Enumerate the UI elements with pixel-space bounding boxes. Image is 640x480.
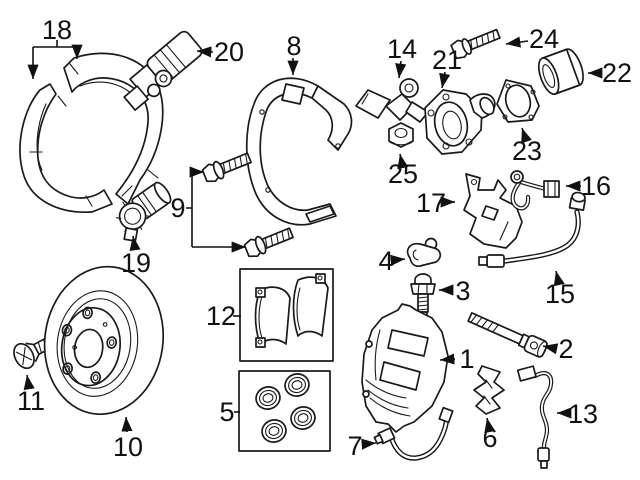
callout-5[interactable]: 5 bbox=[219, 397, 240, 427]
part-brake-pad-set bbox=[239, 268, 334, 362]
callout-6[interactable]: 6 bbox=[482, 417, 498, 453]
part-mounting-bolt-lower bbox=[243, 227, 294, 258]
callout-number[interactable]: 4 bbox=[378, 246, 393, 276]
leader-arrow bbox=[542, 343, 559, 355]
callout-7[interactable]: 7 bbox=[347, 431, 377, 461]
callout-number[interactable]: 21 bbox=[432, 45, 462, 75]
part-brake-hose bbox=[478, 191, 586, 268]
callout-number[interactable]: 6 bbox=[482, 423, 497, 453]
part-shoe-adjuster bbox=[115, 181, 172, 242]
callout-19[interactable]: 19 bbox=[121, 235, 151, 278]
lug-holes bbox=[61, 306, 118, 384]
callout-23[interactable]: 23 bbox=[512, 127, 542, 166]
leader-arrow bbox=[553, 270, 565, 287]
part-caliper-guide-bolt bbox=[467, 312, 548, 358]
callout-2[interactable]: 2 bbox=[542, 334, 574, 364]
callout-11[interactable]: 11 bbox=[17, 374, 45, 416]
callout-9[interactable]: 9 bbox=[170, 166, 246, 253]
part-hose-clip-line bbox=[510, 170, 560, 211]
callout-15[interactable]: 15 bbox=[545, 270, 575, 309]
part-bleeder-cap bbox=[406, 237, 442, 267]
callout-20[interactable]: 20 bbox=[196, 37, 244, 67]
callout-number[interactable]: 8 bbox=[286, 31, 301, 61]
leader-arrow bbox=[390, 254, 406, 266]
callout-17[interactable]: 17 bbox=[416, 188, 455, 218]
callout-number[interactable]: 12 bbox=[206, 301, 236, 331]
part-brake-pipe bbox=[373, 406, 454, 461]
part-wheel-hub bbox=[424, 89, 496, 155]
callout-number[interactable]: 18 bbox=[42, 15, 72, 45]
part-bearing-retainer-plate bbox=[496, 79, 540, 123]
part-caliper-seal-kit bbox=[238, 370, 331, 452]
callout-number[interactable]: 25 bbox=[388, 159, 418, 189]
part-bleeder-valve bbox=[410, 273, 436, 318]
callout-4[interactable]: 4 bbox=[378, 246, 406, 276]
callout-14[interactable]: 14 bbox=[387, 34, 417, 79]
part-parking-brake-actuator bbox=[123, 30, 203, 111]
callout-12[interactable]: 12 bbox=[206, 301, 241, 331]
callout-number[interactable]: 20 bbox=[214, 37, 244, 67]
callout-number[interactable]: 1 bbox=[459, 344, 474, 374]
callout-number[interactable]: 2 bbox=[558, 334, 573, 364]
callout-1[interactable]: 1 bbox=[439, 344, 475, 374]
part-wheel-bearing bbox=[537, 48, 584, 96]
callout-number[interactable]: 23 bbox=[512, 136, 542, 166]
callout-number[interactable]: 5 bbox=[219, 397, 234, 427]
leader-arrow bbox=[484, 417, 496, 434]
leader-arrow bbox=[505, 36, 529, 48]
callout-number[interactable]: 15 bbox=[545, 279, 575, 309]
leader-arrow bbox=[129, 235, 141, 252]
callout-number[interactable]: 19 bbox=[121, 248, 151, 278]
callout-24[interactable]: 24 bbox=[505, 24, 559, 54]
callout-10[interactable]: 10 bbox=[113, 416, 143, 462]
callout-number[interactable]: 17 bbox=[416, 188, 446, 218]
callout-8[interactable]: 8 bbox=[286, 31, 302, 75]
part-hub-bolt bbox=[450, 28, 501, 60]
part-abs-speed-sensor bbox=[355, 78, 429, 123]
callout-number[interactable]: 10 bbox=[113, 432, 143, 462]
leader-arrow bbox=[397, 153, 409, 170]
callout-number[interactable]: 14 bbox=[387, 34, 417, 64]
part-brake-disc bbox=[43, 265, 165, 416]
part-hose-bracket bbox=[463, 173, 523, 249]
callout-3[interactable]: 3 bbox=[439, 276, 471, 306]
callout-25[interactable]: 25 bbox=[388, 153, 418, 189]
leader-arrow bbox=[23, 374, 35, 391]
callout-number[interactable]: 22 bbox=[602, 58, 632, 88]
part-parking-brake-shoe-left bbox=[19, 83, 113, 213]
callout-21[interactable]: 21 bbox=[432, 45, 462, 89]
part-sensor-nut bbox=[388, 122, 414, 148]
callout-number[interactable]: 3 bbox=[455, 276, 470, 306]
leader-arrow bbox=[439, 353, 456, 365]
callout-22[interactable]: 22 bbox=[588, 58, 632, 88]
leader-line bbox=[33, 40, 77, 48]
callout-number[interactable]: 7 bbox=[347, 431, 362, 461]
callout-number[interactable]: 16 bbox=[581, 171, 611, 201]
part-pad-retaining-spring bbox=[473, 365, 505, 415]
leader-arrow bbox=[439, 71, 451, 89]
part-pad-wear-sensor bbox=[516, 365, 554, 469]
callout-13[interactable]: 13 bbox=[557, 399, 598, 429]
part-brake-caliper bbox=[361, 303, 449, 433]
callout-number[interactable]: 11 bbox=[17, 386, 45, 416]
callout-18[interactable]: 18 bbox=[27, 15, 83, 79]
callout-16[interactable]: 16 bbox=[566, 171, 611, 201]
callout-number[interactable]: 9 bbox=[170, 193, 185, 223]
leader-arrow bbox=[121, 416, 133, 433]
callout-number[interactable]: 13 bbox=[568, 399, 598, 429]
leader-arrow bbox=[521, 127, 532, 144]
leader-arrow bbox=[196, 46, 214, 58]
part-splash-shield bbox=[245, 77, 353, 226]
part-mounting-bolt-upper bbox=[201, 152, 252, 183]
leader-line bbox=[186, 172, 193, 247]
leader-arrow bbox=[361, 438, 377, 450]
callout-number[interactable]: 24 bbox=[529, 24, 559, 54]
leader-arrow bbox=[395, 60, 407, 79]
